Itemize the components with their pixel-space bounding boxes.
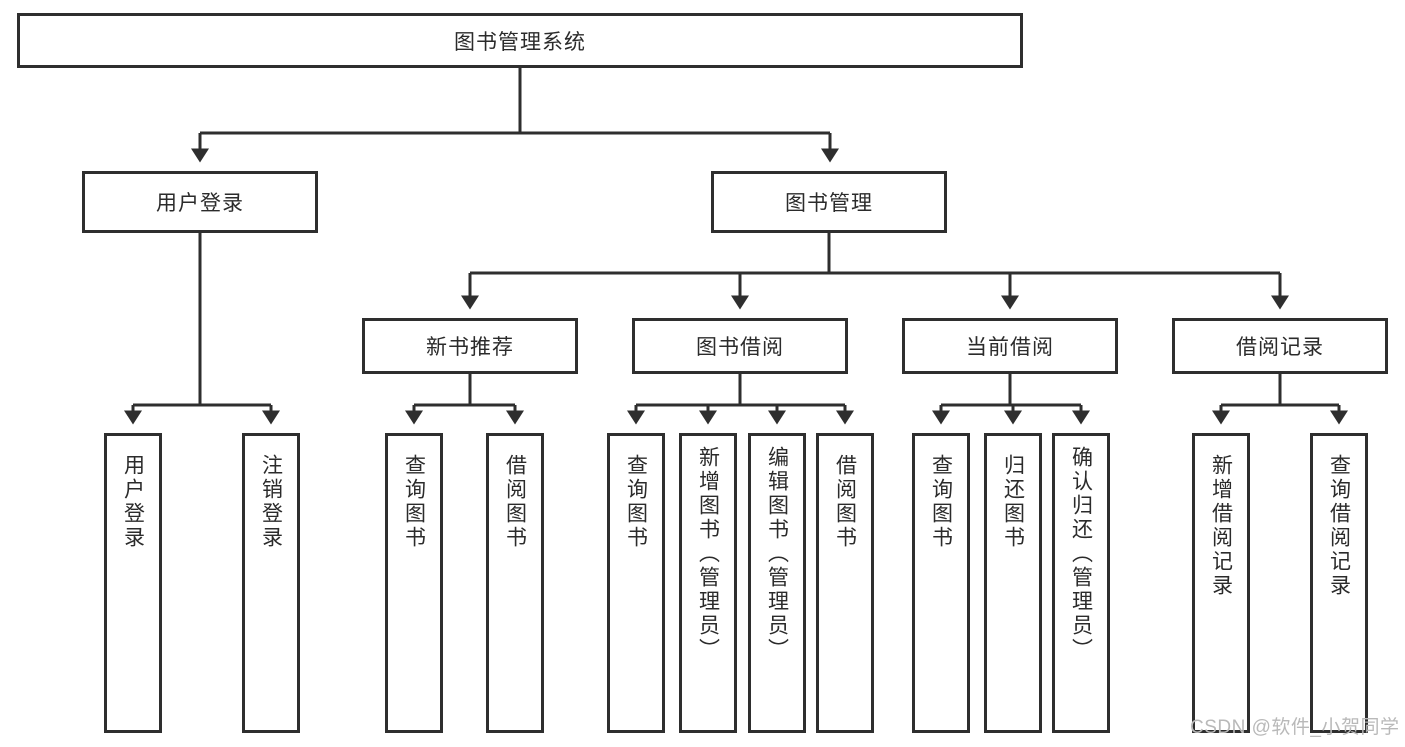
node-leaf-borrow-book-2-label: 借阅图书 <box>833 454 857 550</box>
node-root-system[interactable]: 图书管理系统 <box>17 13 1023 68</box>
node-user-login[interactable]: 用户登录 <box>82 171 318 233</box>
node-leaf-add-book[interactable]: 新增图书（管理员） <box>679 433 737 733</box>
node-book-manage[interactable]: 图书管理 <box>711 171 947 233</box>
node-book-manage-label: 图书管理 <box>785 192 873 215</box>
node-leaf-user-login-label: 用户登录 <box>121 454 145 550</box>
node-leaf-confirm-return-label: 确认归还（管理员） <box>1069 446 1093 662</box>
node-leaf-query-book-1-label: 查询图书 <box>402 454 426 550</box>
node-leaf-query-book-2[interactable]: 查询图书 <box>607 433 665 733</box>
node-leaf-user-login[interactable]: 用户登录 <box>104 433 162 733</box>
node-leaf-query-book-3-label: 查询图书 <box>929 454 953 550</box>
node-leaf-add-record-label: 新增借阅记录 <box>1209 454 1233 598</box>
node-leaf-query-book-2-label: 查询图书 <box>624 454 648 550</box>
node-leaf-query-book-1[interactable]: 查询图书 <box>385 433 443 733</box>
node-leaf-return-book[interactable]: 归还图书 <box>984 433 1042 733</box>
csdn-watermark: CSDN @软件_小贺同学 <box>1190 717 1400 738</box>
node-current-borrow[interactable]: 当前借阅 <box>902 318 1118 374</box>
node-leaf-query-record-label: 查询借阅记录 <box>1327 454 1351 598</box>
node-leaf-return-book-label: 归还图书 <box>1001 454 1025 550</box>
node-borrow-record[interactable]: 借阅记录 <box>1172 318 1388 374</box>
node-leaf-confirm-return[interactable]: 确认归还（管理员） <box>1052 433 1110 733</box>
node-leaf-user-logout-label: 注销登录 <box>259 454 283 550</box>
node-new-book-recommend[interactable]: 新书推荐 <box>362 318 578 374</box>
node-leaf-borrow-book-2[interactable]: 借阅图书 <box>816 433 874 733</box>
node-root-label: 图书管理系统 <box>454 30 586 54</box>
node-leaf-borrow-book-1[interactable]: 借阅图书 <box>486 433 544 733</box>
node-current-borrow-label: 当前借阅 <box>966 336 1054 359</box>
node-leaf-user-logout[interactable]: 注销登录 <box>242 433 300 733</box>
node-borrow-record-label: 借阅记录 <box>1236 336 1324 359</box>
node-leaf-edit-book[interactable]: 编辑图书（管理员） <box>748 433 806 733</box>
node-leaf-borrow-book-1-label: 借阅图书 <box>503 454 527 550</box>
node-leaf-edit-book-label: 编辑图书（管理员） <box>765 446 789 662</box>
node-new-book-recommend-label: 新书推荐 <box>426 336 514 359</box>
node-leaf-add-record[interactable]: 新增借阅记录 <box>1192 433 1250 733</box>
node-leaf-add-book-label: 新增图书（管理员） <box>696 446 720 662</box>
node-user-login-label: 用户登录 <box>156 192 244 215</box>
node-leaf-query-book-3[interactable]: 查询图书 <box>912 433 970 733</box>
node-book-borrow-label: 图书借阅 <box>696 336 784 359</box>
node-book-borrow[interactable]: 图书借阅 <box>632 318 848 374</box>
node-leaf-query-record[interactable]: 查询借阅记录 <box>1310 433 1368 733</box>
